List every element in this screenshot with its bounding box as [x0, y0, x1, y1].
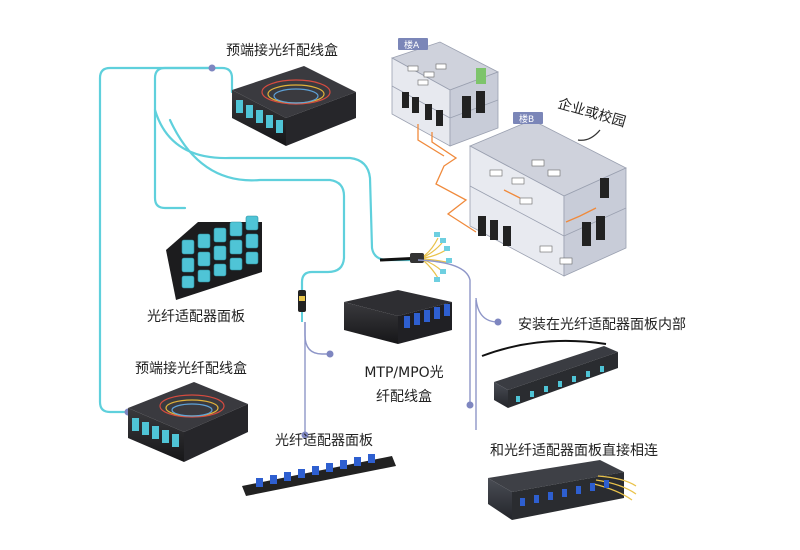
rack-panel-direct-device	[488, 460, 637, 520]
cable-to-cassette-bottom	[98, 66, 214, 414]
cable-to-cassette-top	[210, 66, 234, 94]
cassette-top-device	[232, 66, 356, 146]
rack-panel-internal-device	[481, 339, 618, 408]
label-adapter-panel-bottom: 光纤适配器面板	[275, 433, 373, 449]
label-direct-connect: 和光纤适配器面板直接相连	[490, 443, 658, 459]
orange-trunk	[417, 124, 597, 233]
fanout-assembly	[379, 232, 452, 282]
mtp-inline-connector	[298, 290, 306, 322]
adapter-panel-left-device	[166, 215, 262, 300]
cable-main-trunk	[153, 108, 420, 262]
adapter-panel-bottom-device	[242, 454, 396, 496]
building-a	[391, 38, 499, 147]
cable-to-mtp-branch	[168, 118, 346, 294]
label-mtp-cassette: MTP/MPO光 纤配线盒	[354, 361, 454, 409]
mtp-cassette-device	[344, 290, 452, 344]
label-install-inside: 安装在光纤适配器面板内部	[518, 317, 686, 333]
label-cassette-bottom: 预端接光纤配线盒	[135, 361, 247, 377]
cable-to-adapter-left	[153, 66, 214, 210]
connector-dots	[124, 64, 502, 439]
label-building-b: 楼B	[519, 115, 535, 125]
label-building-a: 楼A	[404, 41, 420, 51]
cassette-bottom-device	[128, 382, 248, 462]
label-adapter-panel-left: 光纤适配器面板	[147, 309, 245, 325]
label-mtp-line1: MTP/MPO光	[364, 365, 444, 381]
building-b	[469, 112, 627, 277]
label-cassette-top: 预端接光纤配线盒	[226, 43, 338, 59]
campus-bracket	[577, 129, 601, 141]
label-mtp-line2: 纤配线盒	[376, 389, 432, 405]
fiber-cables	[98, 66, 420, 414]
